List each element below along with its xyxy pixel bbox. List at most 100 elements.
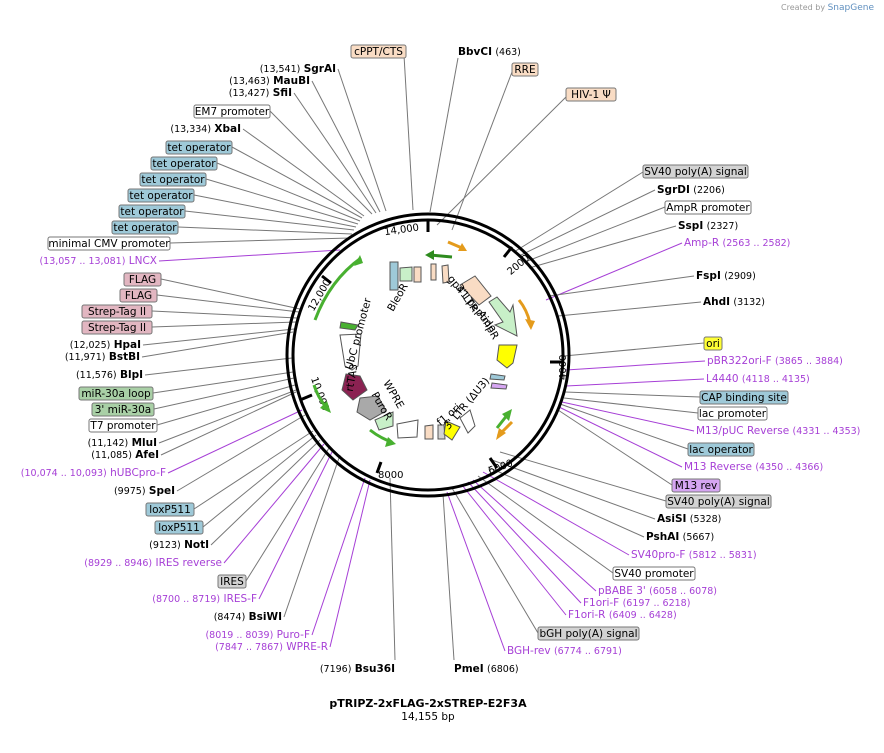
leader-line: [156, 384, 296, 426]
leader-line: [558, 406, 683, 468]
feature-label-box: T7 promoter: [88, 418, 158, 433]
feature-label-text: tet operator: [167, 142, 231, 154]
leader-line: [548, 275, 695, 297]
feature-label-box: CAP binding site: [699, 390, 789, 405]
site-coordinate: (8700 .. 8719): [152, 594, 220, 605]
site-coordinate: (6806): [487, 664, 519, 675]
site-coordinate: (3865 .. 3884): [775, 356, 843, 367]
primer-label: (13,057 .. 13,081) LNCX: [39, 255, 157, 267]
leader-line: [482, 471, 630, 556]
primer-name: F1ori-F: [583, 597, 619, 609]
feature-label-box: AmpR promoter: [664, 200, 752, 215]
feature-label-text: tet operator: [120, 206, 184, 218]
enzyme-name: BstBI: [109, 351, 140, 363]
enzyme-site-label: (12,025) HpaI: [70, 339, 141, 351]
feature-label-box: minimal CMV promoter: [47, 236, 171, 251]
feature-label-text: miR-30a loop: [81, 388, 151, 400]
site-coordinate: (13,057 .. 13,081): [39, 256, 125, 267]
enzyme-site-label: (9123) NotI: [149, 539, 209, 551]
leader-line: [311, 477, 366, 636]
leader-line: [557, 409, 673, 486]
feature-label-text: M13 rev: [675, 480, 718, 492]
site-coordinate: (4118 .. 4135): [742, 374, 810, 385]
primer-label: (8700 .. 8719) IRES-F: [152, 593, 257, 605]
enzyme-name: MluI: [132, 437, 157, 449]
primer-label: M13 Reverse (4350 .. 4366): [684, 461, 823, 473]
leader-lines: [141, 54, 706, 661]
enzyme-site-label: (11,085) AfeI: [91, 449, 159, 461]
site-coordinate: (13,427): [229, 88, 270, 99]
feature-label-text: IRES: [220, 576, 244, 588]
leader-line: [177, 226, 353, 235]
feature-label-box: tet operator: [127, 188, 195, 203]
primer-label: pBABE 3' (6058 .. 6078): [598, 585, 717, 597]
feature-label-text: tet operator: [129, 190, 193, 202]
enzyme-name: SspI: [678, 220, 703, 232]
leader-line: [152, 371, 294, 394]
feature-label-text: SV40 promoter: [614, 568, 694, 580]
site-coordinate: (6774 .. 6791): [554, 646, 622, 657]
enzyme-site-label: AsiSI (5328): [657, 513, 721, 525]
leader-line: [156, 294, 300, 313]
site-coordinate: (2563 .. 2582): [723, 238, 791, 249]
leader-line: [563, 342, 705, 357]
leader-line: [472, 479, 597, 592]
leader-line: [184, 210, 355, 231]
site-coordinate: (13,334): [170, 124, 211, 135]
feature-label-bleor: BleoR: [385, 281, 411, 313]
leader-line: [193, 194, 357, 228]
enzyme-site-label: (11,576) BlpI: [76, 369, 143, 381]
feature-label-text: EM7 promoter: [195, 106, 270, 118]
leader-line: [160, 278, 301, 310]
feature-label-box: M13 rev: [671, 478, 721, 493]
leader-line: [545, 242, 683, 301]
site-coordinate: (11,576): [76, 370, 117, 381]
feature-label-box: Strep-Tag II: [81, 320, 153, 335]
leader-line: [311, 80, 381, 213]
feature-label-box: loxP511: [154, 520, 204, 535]
enzyme-name: SfiI: [273, 87, 292, 99]
primer-label: Amp-R (2563 .. 2582): [684, 237, 790, 249]
leader-line: [563, 397, 699, 414]
leader-line: [461, 484, 567, 616]
primer-label: SV40pro-F (5812 .. 5831): [631, 549, 757, 561]
primer-name: IRES reverse: [156, 557, 223, 569]
feature-label-text: loxP511: [149, 504, 191, 516]
site-coordinate: (8019 .. 8039): [205, 630, 273, 641]
feature-label-box: HIV-1 Ψ: [565, 87, 617, 102]
site-coordinate: (3132): [733, 297, 765, 308]
site-coordinate: (2909): [724, 271, 756, 282]
site-coordinate: (5328): [690, 514, 722, 525]
tick-label: 8000: [378, 470, 403, 481]
leader-line: [231, 146, 363, 219]
enzyme-name: BbvCI: [458, 46, 492, 58]
leader-line: [144, 357, 293, 376]
leader-line: [499, 451, 667, 502]
feature-label-text: FLAG: [125, 290, 152, 302]
backbone-outer: [285, 212, 571, 498]
site-coordinate: (5667): [683, 532, 715, 543]
site-coordinate: (6409 .. 6428): [609, 610, 677, 621]
primer-name: SV40pro-F: [631, 549, 685, 561]
leader-line: [561, 401, 695, 432]
feature-label-box: 3' miR-30a: [91, 402, 155, 417]
feature-label-box: SV40 poly(A) signal: [642, 164, 749, 179]
site-coordinate: (9123): [149, 540, 181, 551]
enzyme-name: PshAI: [646, 531, 679, 543]
primer-name: Puro-F: [277, 629, 310, 641]
site-coordinate: (7847 .. 7867): [215, 642, 283, 653]
leader-line: [329, 479, 371, 648]
leader-line: [205, 178, 359, 225]
primer-name: BGH-rev: [507, 645, 551, 657]
enzyme-site-label: BbvCI (463): [458, 46, 521, 58]
leader-line: [491, 459, 656, 520]
leader-line: [242, 128, 365, 217]
feature-label-box: Strep-Tag II: [81, 304, 153, 319]
leader-line: [451, 71, 513, 231]
feature-label-box: tet operator: [165, 140, 233, 155]
leader-line: [153, 377, 295, 410]
leader-line: [158, 249, 341, 262]
feature-label-text: lac operator: [689, 444, 753, 456]
leader-line: [169, 237, 351, 244]
